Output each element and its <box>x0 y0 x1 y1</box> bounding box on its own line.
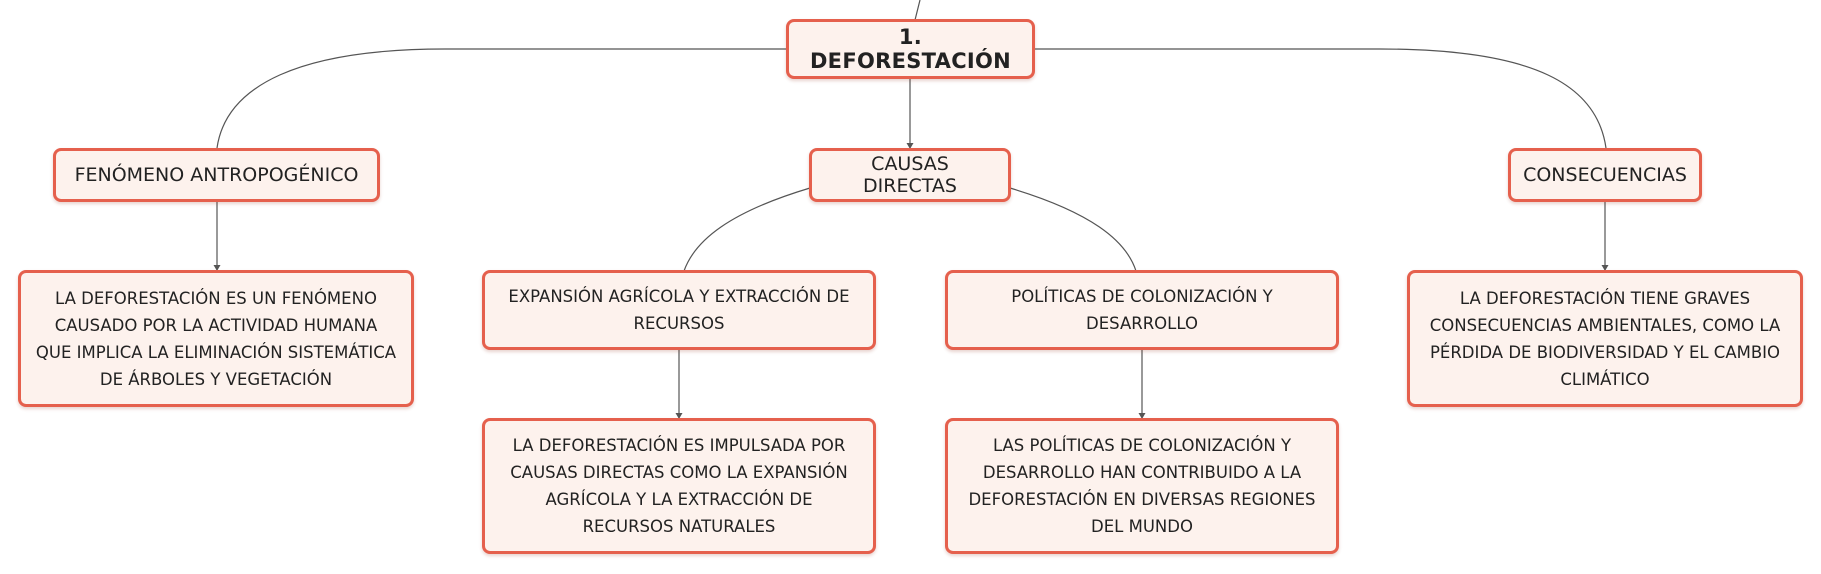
root-label: 1. DEFORESTACIÓN <box>809 25 1012 73</box>
node-text: LAS POLÍTICAS DE COLONIZACIÓN Y DESARROL… <box>968 436 1316 536</box>
node-text: EXPANSIÓN AGRÍCOLA Y EXTRACCIÓN DE RECUR… <box>508 287 850 333</box>
arrowhead <box>675 413 683 419</box>
node-text: LA DEFORESTACIÓN ES UN FENÓMENO CAUSADO … <box>35 288 397 389</box>
arrowhead <box>1601 265 1609 271</box>
node-text: LA DEFORESTACIÓN ES IMPULSADA POR CAUSAS… <box>510 436 848 536</box>
node-detail-politicas[interactable]: LAS POLÍTICAS DE COLONIZACIÓN Y DESARROL… <box>945 418 1339 554</box>
node-text: POLÍTICAS DE COLONIZACIÓN Y DESARROLLO <box>1011 287 1273 333</box>
node-consecuencias[interactable]: CONSECUENCIAS <box>1508 148 1702 202</box>
node-fenomeno-antropogenico[interactable]: FENÓMENO ANTROPOGÉNICO <box>53 148 380 202</box>
connector-parent-to-root <box>914 0 921 21</box>
arrowhead <box>213 265 221 271</box>
arrowhead <box>1138 413 1146 419</box>
connector-causas-to-expansion <box>683 187 811 272</box>
node-label: FENÓMENO ANTROPOGÉNICO <box>74 164 359 186</box>
arrowhead <box>906 143 914 149</box>
node-causas-directas[interactable]: CAUSAS DIRECTAS <box>809 148 1011 202</box>
node-politicas-colonizacion[interactable]: POLÍTICAS DE COLONIZACIÓN Y DESARROLLO <box>945 270 1339 350</box>
node-label: CONSECUENCIAS <box>1523 164 1687 186</box>
node-detail-expansion[interactable]: LA DEFORESTACIÓN ES IMPULSADA POR CAUSAS… <box>482 418 876 554</box>
connector-root-to-consecuencias <box>1034 48 1607 149</box>
node-detail-antropogenico[interactable]: LA DEFORESTACIÓN ES UN FENÓMENO CAUSADO … <box>18 270 414 407</box>
node-detail-consecuencias[interactable]: LA DEFORESTACIÓN TIENE GRAVES CONSECUENC… <box>1407 270 1803 407</box>
node-label: CAUSAS DIRECTAS <box>863 153 957 197</box>
node-text: LA DEFORESTACIÓN TIENE GRAVES CONSECUENC… <box>1429 288 1781 389</box>
connector-causas-to-politicas <box>1009 187 1137 272</box>
connector-root-to-antropogenico <box>216 48 790 149</box>
node-expansion-agricola[interactable]: EXPANSIÓN AGRÍCOLA Y EXTRACCIÓN DE RECUR… <box>482 270 876 350</box>
root-node[interactable]: 1. DEFORESTACIÓN <box>786 19 1035 79</box>
